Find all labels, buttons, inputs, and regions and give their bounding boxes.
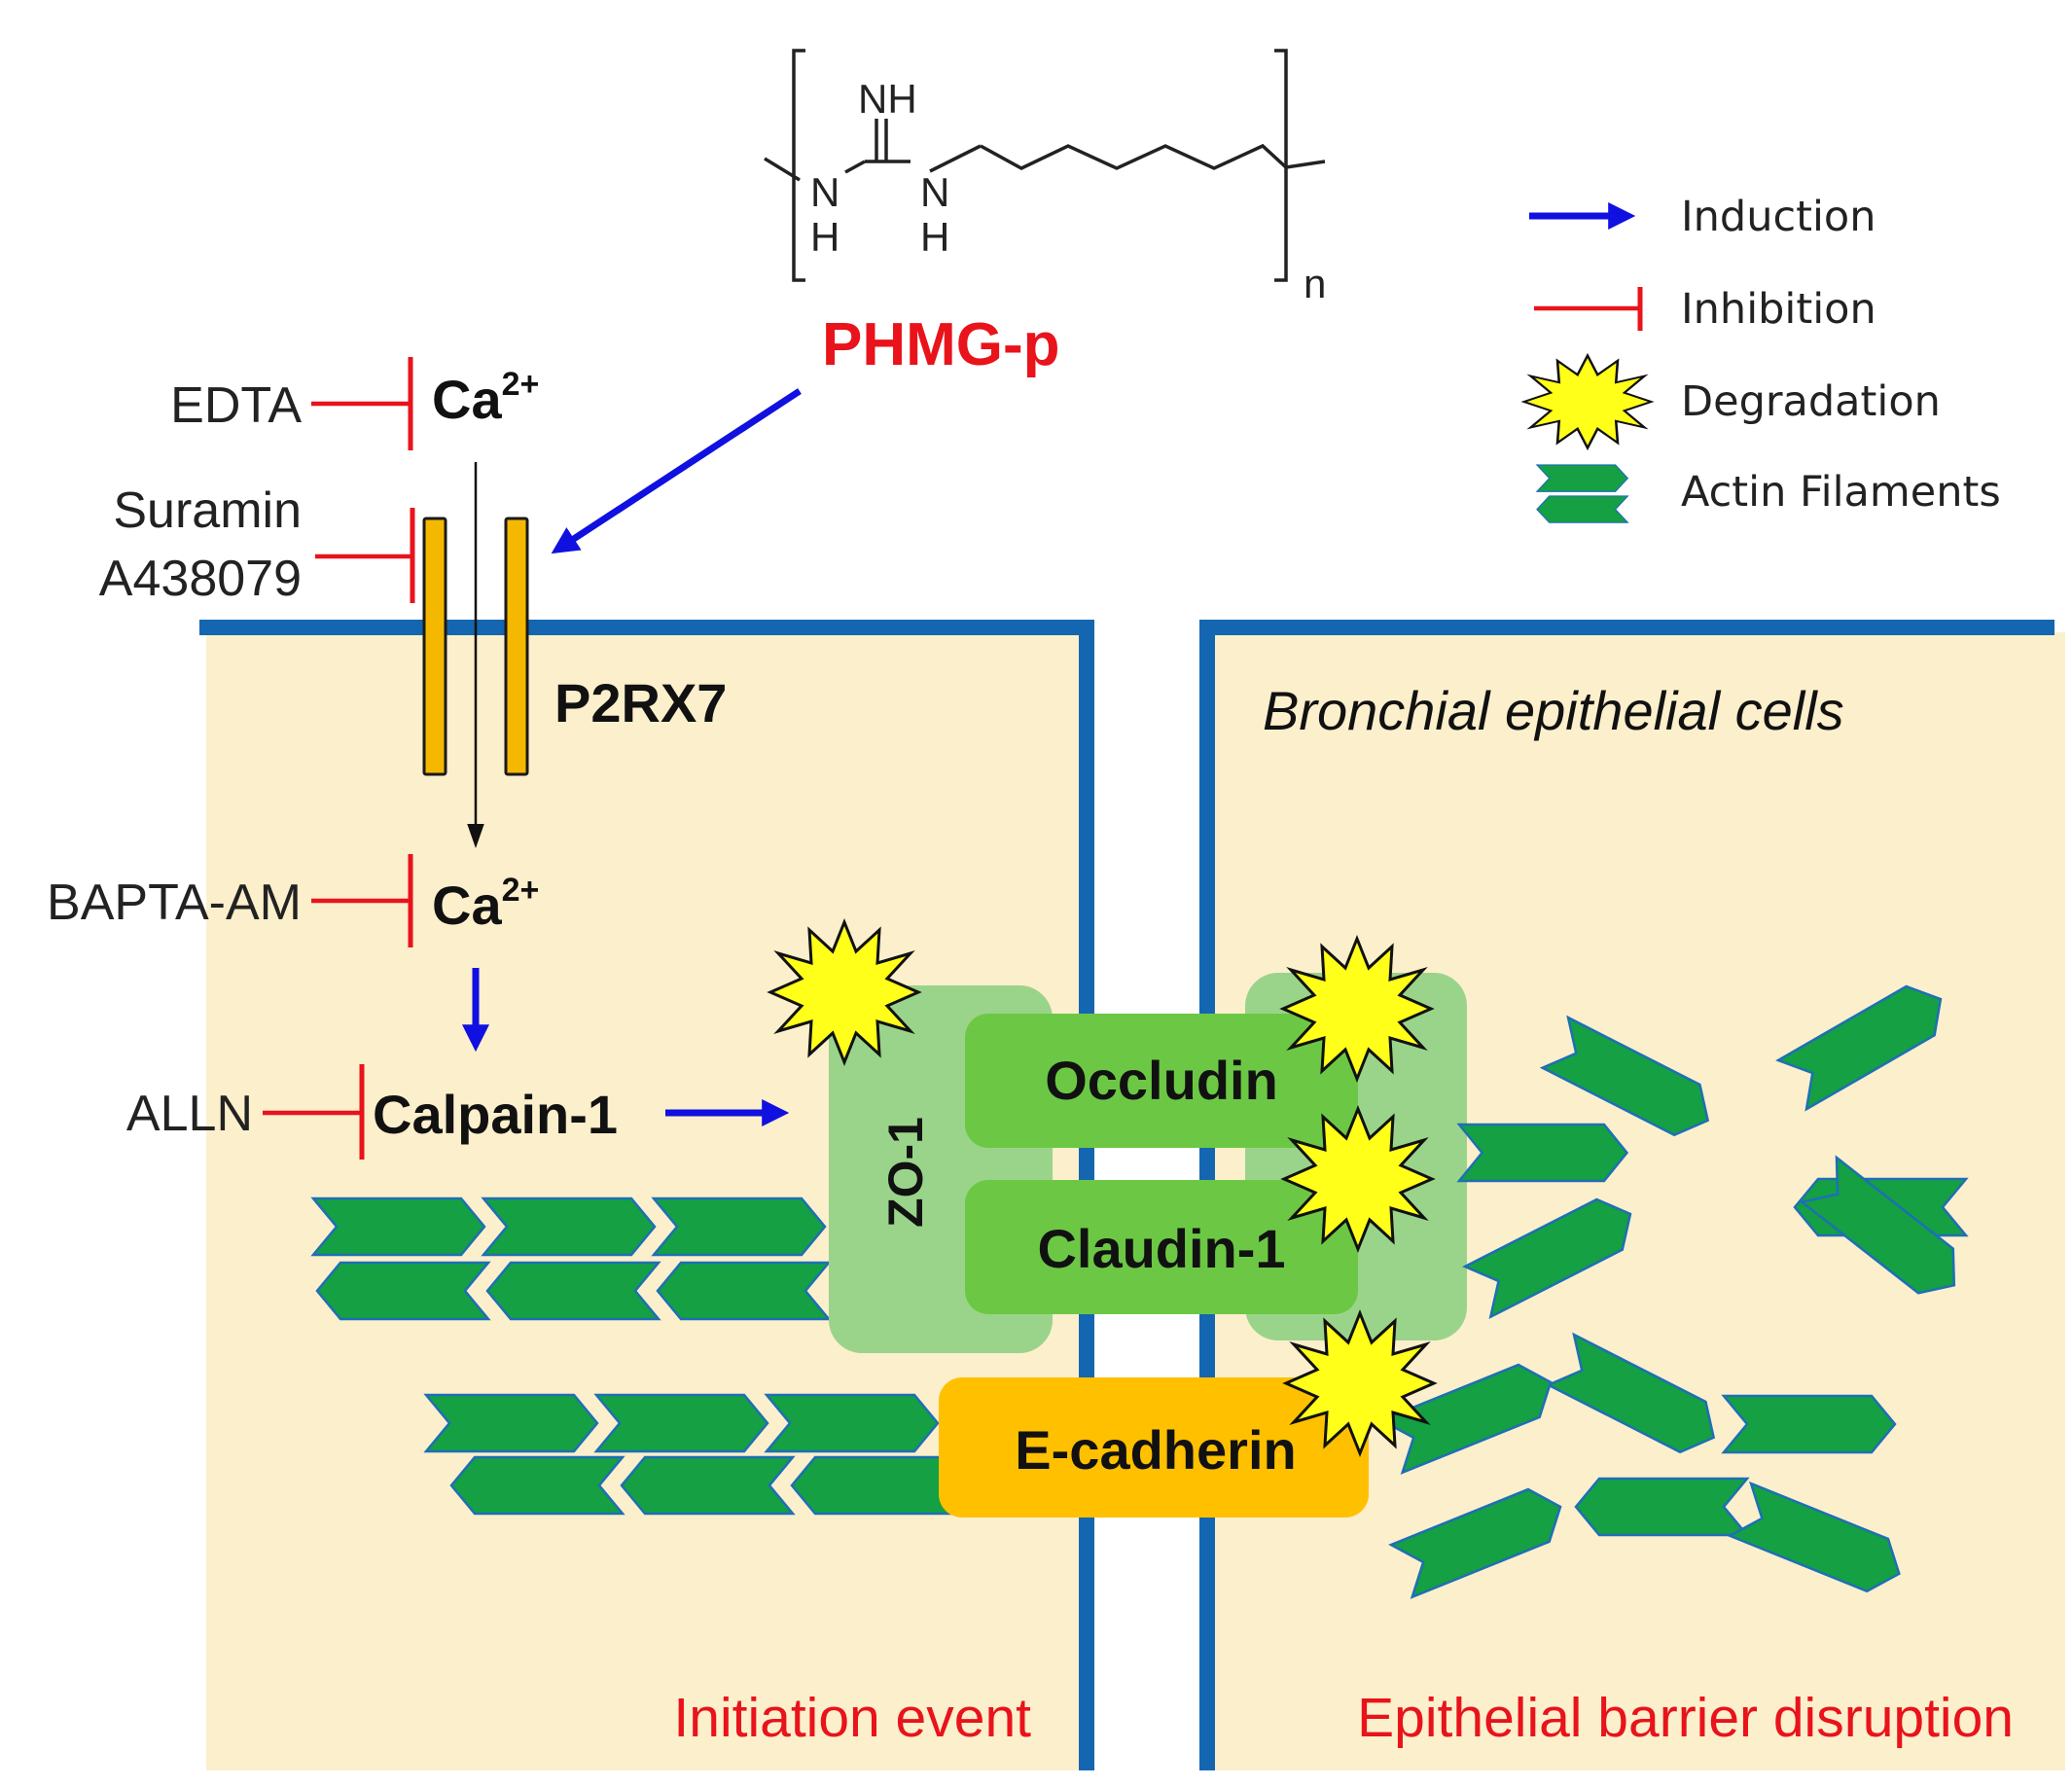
actin-segment [311,1197,486,1257]
actin-segment [765,1393,940,1453]
ecadherin-label: E-cadherin [1015,1419,1296,1481]
actin-segment [790,1455,965,1516]
actin-segment [656,1261,831,1321]
p2rx7-subunit-right [504,517,529,776]
calpain-label: Calpain-1 [373,1084,618,1145]
occludin-box [965,1014,1358,1148]
actin-fragment [1722,1394,1897,1454]
barrier-disruption-label: Epithelial barrier disruption [1357,1687,2014,1749]
actin-segment [594,1393,769,1453]
legend-actin-label: Actin Filaments [1681,468,2001,517]
legend-induction-label: Induction [1681,193,1876,241]
actin-segment [620,1455,795,1516]
actin-segment [482,1197,657,1257]
claudin-box [965,1180,1358,1314]
a438079-label: A438079 [99,551,302,607]
zo1-label: ZO-1 [878,1117,933,1228]
actin-segment [424,1393,599,1453]
initiation-event-label: Initiation event [673,1687,1031,1749]
ecadherin-box [939,1377,1369,1518]
compound-label: PHMG-p [822,311,1060,378]
actin-fragment [1457,1123,1628,1183]
structure-h-right: H [920,214,949,260]
legend-inhibition-label: Inhibition [1681,285,1876,334]
claudin-label: Claudin-1 [1037,1218,1285,1279]
actin-segment [449,1455,625,1516]
actin-fragment [1574,1477,1749,1537]
actin-segment [485,1261,661,1321]
structure-n-right: N [920,169,949,215]
cell-type-label: Bronchial epithelial cells [1263,680,1844,741]
p2rx7-subunit-left [422,517,447,776]
structure-n-left: N [810,169,840,215]
ca-intracellular-label: Ca2+ [432,872,539,936]
structure-nh: NH [858,76,917,122]
p2rx7-label: P2RX7 [554,672,727,733]
bapta-label: BAPTA-AM [47,875,302,931]
edta-label: EDTA [170,377,302,434]
legend-starburst-icon [1522,354,1653,449]
induction-arrow-phmg-p2rx7 [551,388,802,554]
phmg-structure [764,49,1326,282]
occludin-label: Occludin [1045,1050,1278,1111]
suramin-label: Suramin [113,482,302,539]
structure-h-left: H [810,214,840,260]
alln-label: ALLN [126,1086,253,1142]
actin-segment [652,1197,827,1257]
ca-extracellular-label: Ca2+ [432,366,539,430]
legend-degradation-label: Degradation [1681,377,1941,426]
legend-actin-filament-icon [1536,464,1628,523]
actin-segment [315,1261,490,1321]
structure-subscript: n [1304,261,1326,306]
legend: Induction Inhibition Degradation Actin F… [1522,193,2001,523]
